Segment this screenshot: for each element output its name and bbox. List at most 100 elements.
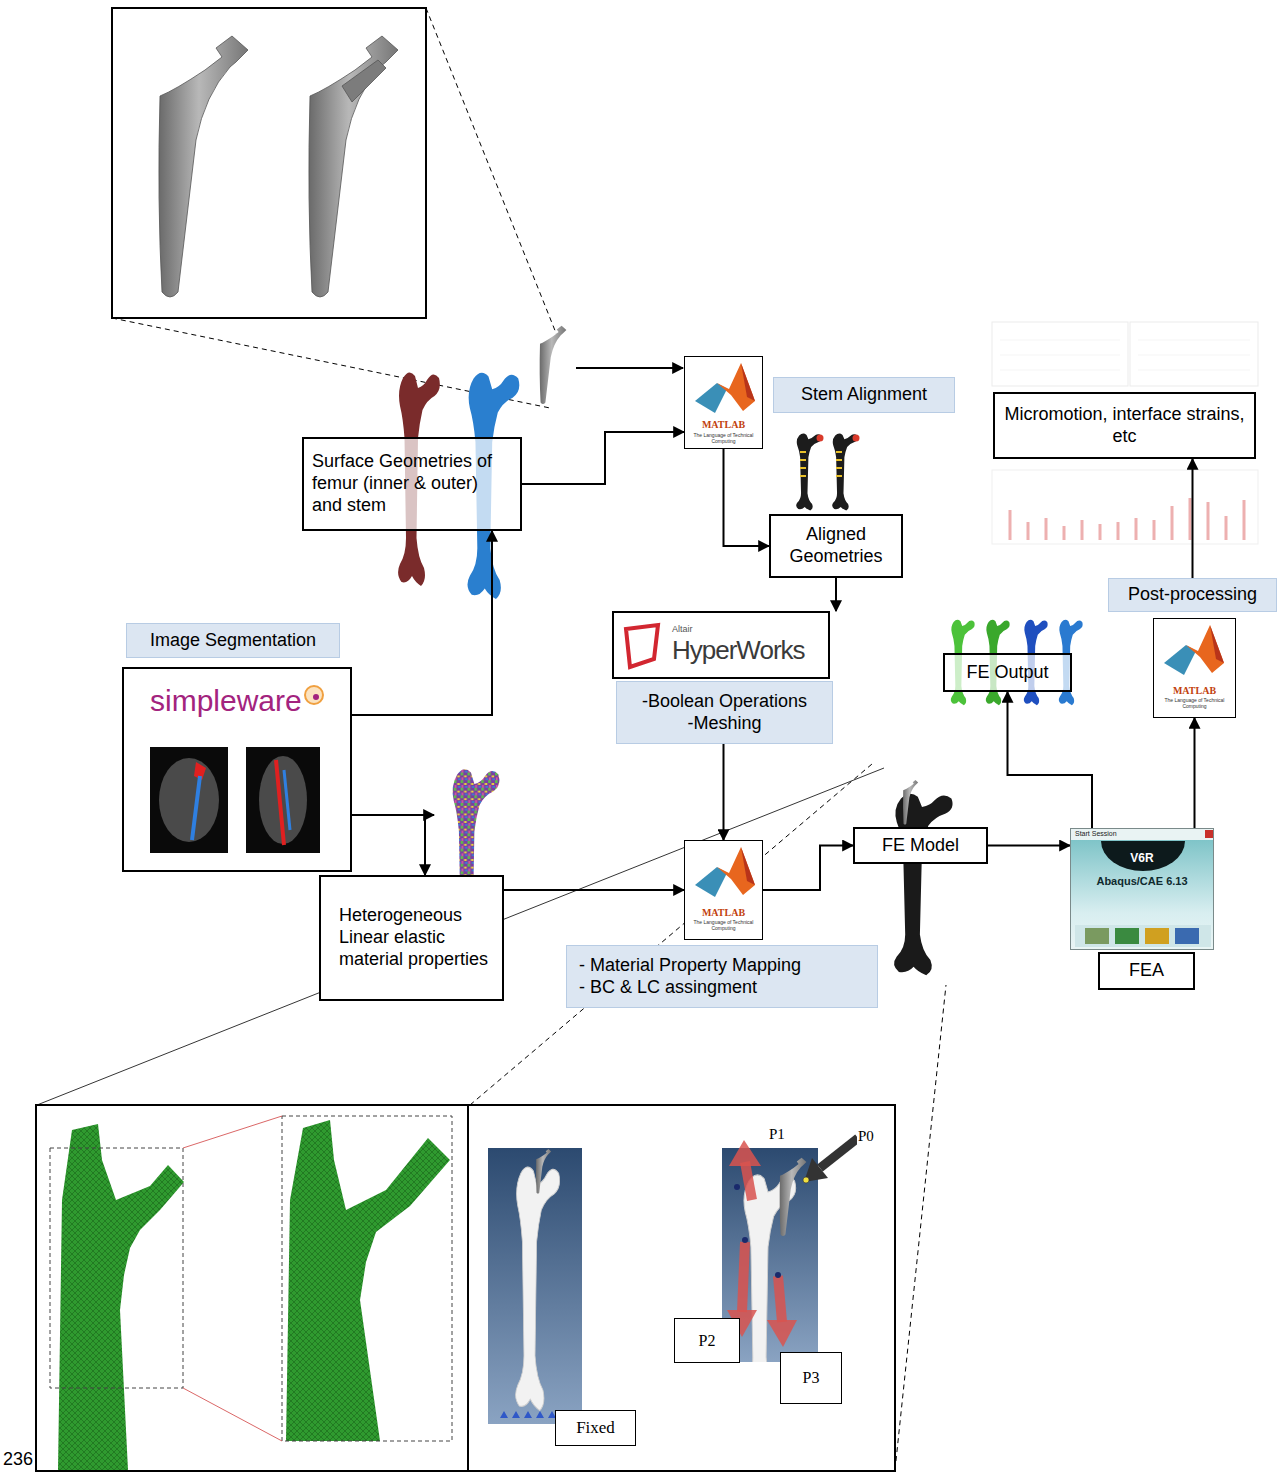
logo-shade xyxy=(1210,625,1224,663)
close-button xyxy=(1205,830,1213,838)
alignment-marker xyxy=(853,435,860,442)
flow-arrow xyxy=(1008,692,1093,828)
flow-arrow xyxy=(763,846,853,891)
module-icon xyxy=(1175,928,1199,944)
module-icon xyxy=(1085,928,1109,944)
model-box: FE Model xyxy=(853,827,988,864)
render-background xyxy=(488,1148,582,1424)
icon-outline xyxy=(626,625,658,667)
flow-arrow xyxy=(522,432,684,484)
load-arrow xyxy=(745,1162,752,1200)
flow-arrow xyxy=(988,845,1070,847)
software-logo-box: MATLABThe Language of Technical Computin… xyxy=(1153,618,1236,718)
node-text: P2 xyxy=(679,1331,735,1351)
node-text: Altair xyxy=(672,624,820,635)
node-text: Image Segmentation xyxy=(135,630,331,652)
abaqus-splash-art xyxy=(1071,829,1215,951)
zoom-frame xyxy=(50,1148,183,1388)
chart-bars xyxy=(1010,498,1244,540)
stem-image xyxy=(309,36,398,297)
node-text: FE Output xyxy=(953,662,1062,684)
line-number: 236 xyxy=(2,1449,34,1470)
load-label: P0 xyxy=(857,1128,875,1145)
result-box: Micromotion, interface strains, etc xyxy=(993,392,1256,459)
node-text: Heterogeneous Linear elastic material pr… xyxy=(339,905,494,971)
fe-model-femur xyxy=(894,794,953,976)
alignment-dashes xyxy=(800,452,842,476)
mesh-panel xyxy=(36,1105,468,1471)
logo-shade xyxy=(741,847,755,885)
hip-load-arrow xyxy=(820,1138,858,1168)
muscle-point xyxy=(742,1237,748,1243)
muscle-point xyxy=(775,1272,781,1278)
node-text: -Meshing xyxy=(625,713,824,735)
step-label: Stem Alignment xyxy=(773,377,955,413)
zoom-frame xyxy=(282,1116,452,1441)
load-label-box: P2 xyxy=(674,1318,740,1363)
software-logo-box: MATLABThe Language of Technical Computin… xyxy=(684,840,763,940)
icon-strip xyxy=(1075,925,1211,947)
hyperworks-icon xyxy=(614,613,670,681)
stem-collar xyxy=(342,60,386,102)
icon-dot xyxy=(313,694,319,700)
node-text: MATLAB xyxy=(687,419,760,431)
matlab-logo xyxy=(685,357,764,419)
load-label-box: P3 xyxy=(780,1352,842,1404)
chart-grid xyxy=(1000,340,1250,370)
node-text: - BC & LC assingment xyxy=(579,977,869,999)
node-text: -Boolean Operations xyxy=(625,691,824,713)
ct-body xyxy=(159,758,219,842)
node-text: MATLAB xyxy=(687,907,760,919)
node-text: Start Session xyxy=(1075,830,1209,839)
module-icon xyxy=(1145,928,1169,944)
matlab-logo xyxy=(685,841,764,903)
software-logo-box: simpleware xyxy=(122,667,352,872)
node-text: MATLAB xyxy=(1156,685,1233,697)
alignment-marker xyxy=(817,435,824,442)
step-box: FEA xyxy=(1098,952,1195,990)
flow-arrow xyxy=(1192,459,1194,578)
logo-peak xyxy=(717,847,755,895)
zoom-line xyxy=(470,764,872,1105)
node-text: Surface Geometries of femur (inner & out… xyxy=(312,451,512,517)
node-text: The Language of Technical Computing xyxy=(687,432,760,444)
logo-shade xyxy=(741,363,755,401)
software-logo-box: AltairHyperWorks xyxy=(612,611,830,679)
node-text: P3 xyxy=(785,1368,837,1388)
flow-arrow xyxy=(1194,718,1196,828)
node-text: simpleware xyxy=(150,683,342,720)
process-box: Aligned Geometries xyxy=(769,514,903,578)
output-box: FE Output xyxy=(943,653,1072,692)
chart-frame xyxy=(992,322,1128,386)
hip-load-arrow-head xyxy=(804,1158,828,1182)
constraint-label-box: Fixed xyxy=(555,1410,636,1446)
hip-contact-point xyxy=(803,1177,809,1183)
node-text: - Material Property Mapping xyxy=(579,955,869,977)
stem-image xyxy=(536,1149,551,1193)
flow-arrow xyxy=(504,889,684,891)
inset-frame xyxy=(112,8,426,318)
zoom-line xyxy=(183,1116,282,1148)
zoom-line xyxy=(426,8,558,338)
software-logo-box: MATLABThe Language of Technical Computin… xyxy=(684,356,763,449)
load-arrow-head xyxy=(767,1320,797,1347)
step-label: Post-processing xyxy=(1108,578,1277,612)
ct-body xyxy=(259,756,307,844)
aligned-femur xyxy=(832,434,858,511)
ct-image xyxy=(246,747,320,853)
faint-chart xyxy=(992,322,1258,544)
matlab-logo xyxy=(1154,619,1237,681)
icon-ring xyxy=(305,686,323,704)
white-femur xyxy=(516,1167,560,1410)
logo-base xyxy=(695,383,727,413)
aligned-femur xyxy=(796,434,822,511)
zoom-line xyxy=(895,985,946,1470)
software-splash: Start SessionV6RAbaqus/CAE 6.13 xyxy=(1070,828,1214,950)
ct-image xyxy=(150,747,228,853)
render-fixed xyxy=(500,1149,568,1418)
loads-panel xyxy=(468,1105,895,1471)
chart-frame xyxy=(1130,322,1258,386)
load-arrow xyxy=(778,1276,782,1322)
flow-arrow xyxy=(723,744,725,840)
